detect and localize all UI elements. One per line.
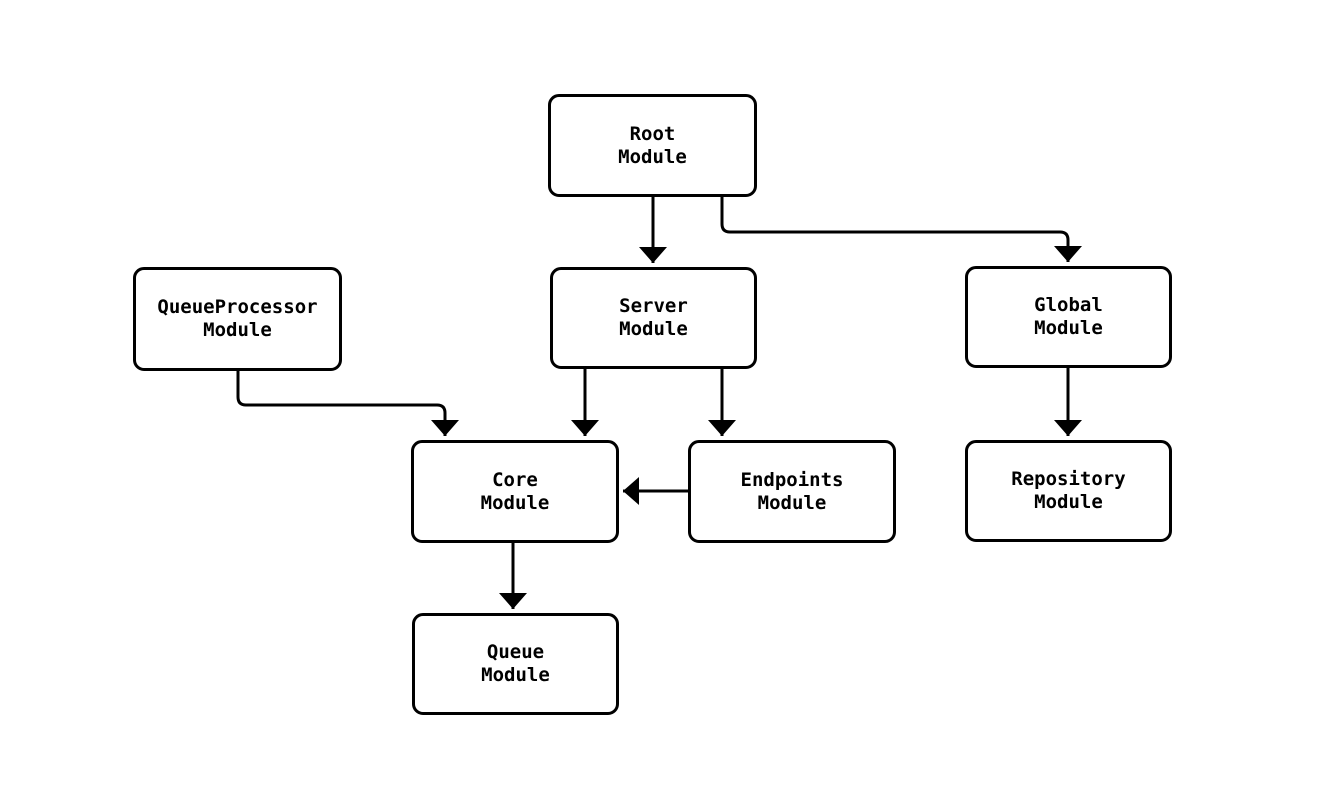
node-label: Global bbox=[1034, 294, 1103, 316]
node-label: Server bbox=[619, 295, 688, 317]
node-label: Module bbox=[203, 319, 272, 341]
node-label: Module bbox=[618, 145, 687, 168]
node-label: Module bbox=[481, 664, 550, 686]
node-label: Root bbox=[629, 122, 676, 145]
node-label: Module bbox=[480, 491, 550, 514]
node-label: Module bbox=[1034, 317, 1103, 339]
node-label: Core bbox=[492, 468, 538, 491]
edge-queue-processor-to-core bbox=[236, 371, 459, 436]
node-label: Endpoints bbox=[740, 468, 844, 491]
node-label: Module bbox=[619, 318, 688, 340]
node-label: Module bbox=[1034, 491, 1103, 513]
node-label: QueueProcessor bbox=[157, 296, 318, 318]
node-label: Repository bbox=[1011, 468, 1126, 490]
node-label: Module bbox=[757, 491, 827, 514]
edge-root-to-global bbox=[720, 197, 1082, 262]
node-label: Queue bbox=[486, 641, 545, 663]
